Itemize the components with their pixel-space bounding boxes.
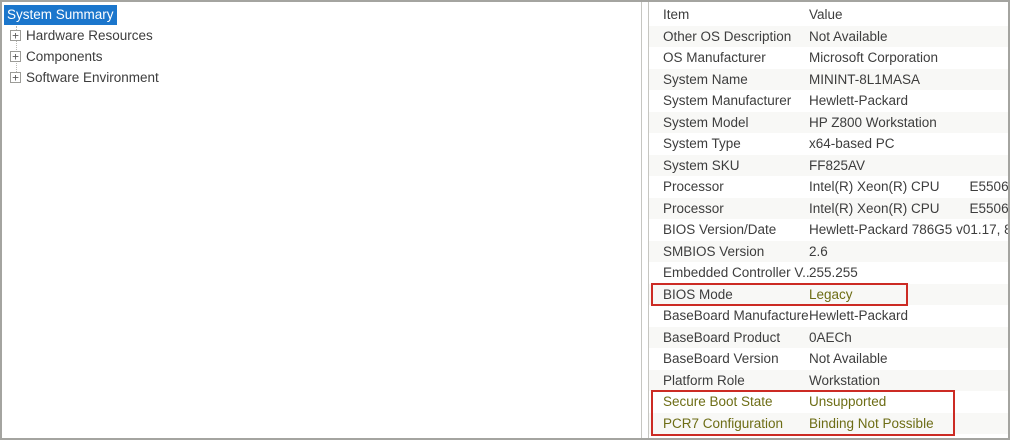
value-cell: Workstation: [809, 372, 881, 388]
item-cell: Other OS Description: [663, 28, 792, 44]
value-cell: Hewlett-Packard: [809, 308, 909, 324]
table-header-row: Item Value: [649, 4, 1008, 26]
item-cell: BaseBoard Product: [663, 329, 781, 345]
value-cell: Not Available: [809, 28, 888, 44]
table-row[interactable]: BaseBoard Manufacturer Hewlett-Packard: [649, 305, 1008, 327]
item-cell: BIOS Version/Date: [663, 222, 777, 238]
table-row[interactable]: System SKU FF825AV: [649, 154, 1008, 176]
table-row[interactable]: System Manufacturer Hewlett-Packard: [649, 90, 1008, 112]
table-row[interactable]: Platform Role Workstation: [649, 369, 1008, 391]
tree-item-software-environment[interactable]: + Software Environment: [2, 67, 641, 88]
item-cell: BaseBoard Manufacturer: [663, 308, 809, 324]
category-tree: System Summary + Hardware Resources + Co…: [2, 4, 641, 88]
tree-item-label: Hardware Resources: [26, 28, 153, 43]
item-cell: System Model: [663, 114, 749, 130]
table-row[interactable]: Embedded Controller V... 255.255: [649, 262, 1008, 284]
table-row[interactable]: Other OS Description Not Available: [649, 25, 1008, 47]
value-cell: 2.6: [809, 243, 828, 259]
value-cell: HP Z800 Workstation: [809, 114, 937, 130]
table-row[interactable]: BaseBoard Version Not Available: [649, 348, 1008, 370]
item-cell: System SKU: [663, 157, 740, 173]
value-cell: Intel(R) Xeon(R) CPU E5506: [809, 179, 1008, 195]
item-cell: Processor: [663, 200, 724, 216]
expand-plus-icon[interactable]: +: [10, 30, 21, 41]
table-row[interactable]: PCR7 Configuration Binding Not Possible: [649, 412, 1008, 434]
table-body: Other OS Description Not Available OS Ma…: [649, 25, 1008, 434]
item-cell: OS Manufacturer: [663, 50, 766, 66]
item-cell: Processor: [663, 179, 724, 195]
expand-plus-icon[interactable]: +: [10, 72, 21, 83]
item-cell: System Type: [663, 136, 741, 152]
tree-item-label: System Summary: [4, 4, 117, 25]
value-cell: Intel(R) Xeon(R) CPU E5506: [809, 200, 1008, 216]
column-header-value[interactable]: Value: [809, 7, 843, 23]
value-cell: 255.255: [809, 265, 858, 281]
table-row[interactable]: BIOS Mode Legacy: [649, 283, 1008, 305]
table-row[interactable]: System Type x64-based PC: [649, 133, 1008, 155]
value-cell: MININT-8L1MASA: [809, 71, 921, 87]
category-tree-pane: System Summary + Hardware Resources + Co…: [2, 2, 642, 438]
expand-plus-icon[interactable]: +: [10, 51, 21, 62]
value-cell: FF825AV: [809, 157, 866, 173]
value-cell: Hewlett-Packard 786G5 v01.17, 8/: [809, 222, 1008, 238]
value-cell: Binding Not Possible: [809, 415, 934, 431]
item-cell: System Name: [663, 71, 748, 87]
value-cell: Not Available: [809, 351, 888, 367]
item-cell: System Manufacturer: [663, 93, 792, 109]
tree-item-components[interactable]: + Components: [2, 46, 641, 67]
column-header-item[interactable]: Item: [663, 7, 690, 23]
item-cell: BIOS Mode: [663, 286, 733, 302]
table-row[interactable]: SMBIOS Version 2.6: [649, 240, 1008, 262]
tree-item-hardware-resources[interactable]: + Hardware Resources: [2, 25, 641, 46]
item-cell: BaseBoard Version: [663, 351, 779, 367]
table-row[interactable]: Processor Intel(R) Xeon(R) CPU E5506: [649, 197, 1008, 219]
table-row[interactable]: Secure Boot State Unsupported: [649, 391, 1008, 413]
detail-table-pane: Item Value Other OS Description Not Avai…: [648, 2, 1008, 438]
tree-item-label: Software Environment: [26, 70, 159, 85]
table-row[interactable]: System Name MININT-8L1MASA: [649, 68, 1008, 90]
value-cell: Legacy: [809, 286, 853, 302]
tree-item-label: Components: [26, 49, 103, 64]
table-row[interactable]: Processor Intel(R) Xeon(R) CPU E5506: [649, 176, 1008, 198]
tree-item-system-summary[interactable]: System Summary: [2, 4, 641, 25]
value-cell: Unsupported: [809, 394, 887, 410]
table-row[interactable]: BaseBoard Product 0AECh: [649, 326, 1008, 348]
value-cell: Hewlett-Packard: [809, 93, 909, 109]
table-row[interactable]: OS Manufacturer Microsoft Corporation: [649, 47, 1008, 69]
value-cell: x64-based PC: [809, 136, 895, 152]
item-cell: Secure Boot State: [663, 394, 773, 410]
item-cell: SMBIOS Version: [663, 243, 765, 259]
value-cell: Microsoft Corporation: [809, 50, 939, 66]
value-cell: 0AECh: [809, 329, 852, 345]
item-cell: Embedded Controller V...: [663, 265, 809, 281]
item-cell: PCR7 Configuration: [663, 415, 784, 431]
table-row[interactable]: BIOS Version/Date Hewlett-Packard 786G5 …: [649, 219, 1008, 241]
table-row[interactable]: System Model HP Z800 Workstation: [649, 111, 1008, 133]
item-cell: Platform Role: [663, 372, 745, 388]
